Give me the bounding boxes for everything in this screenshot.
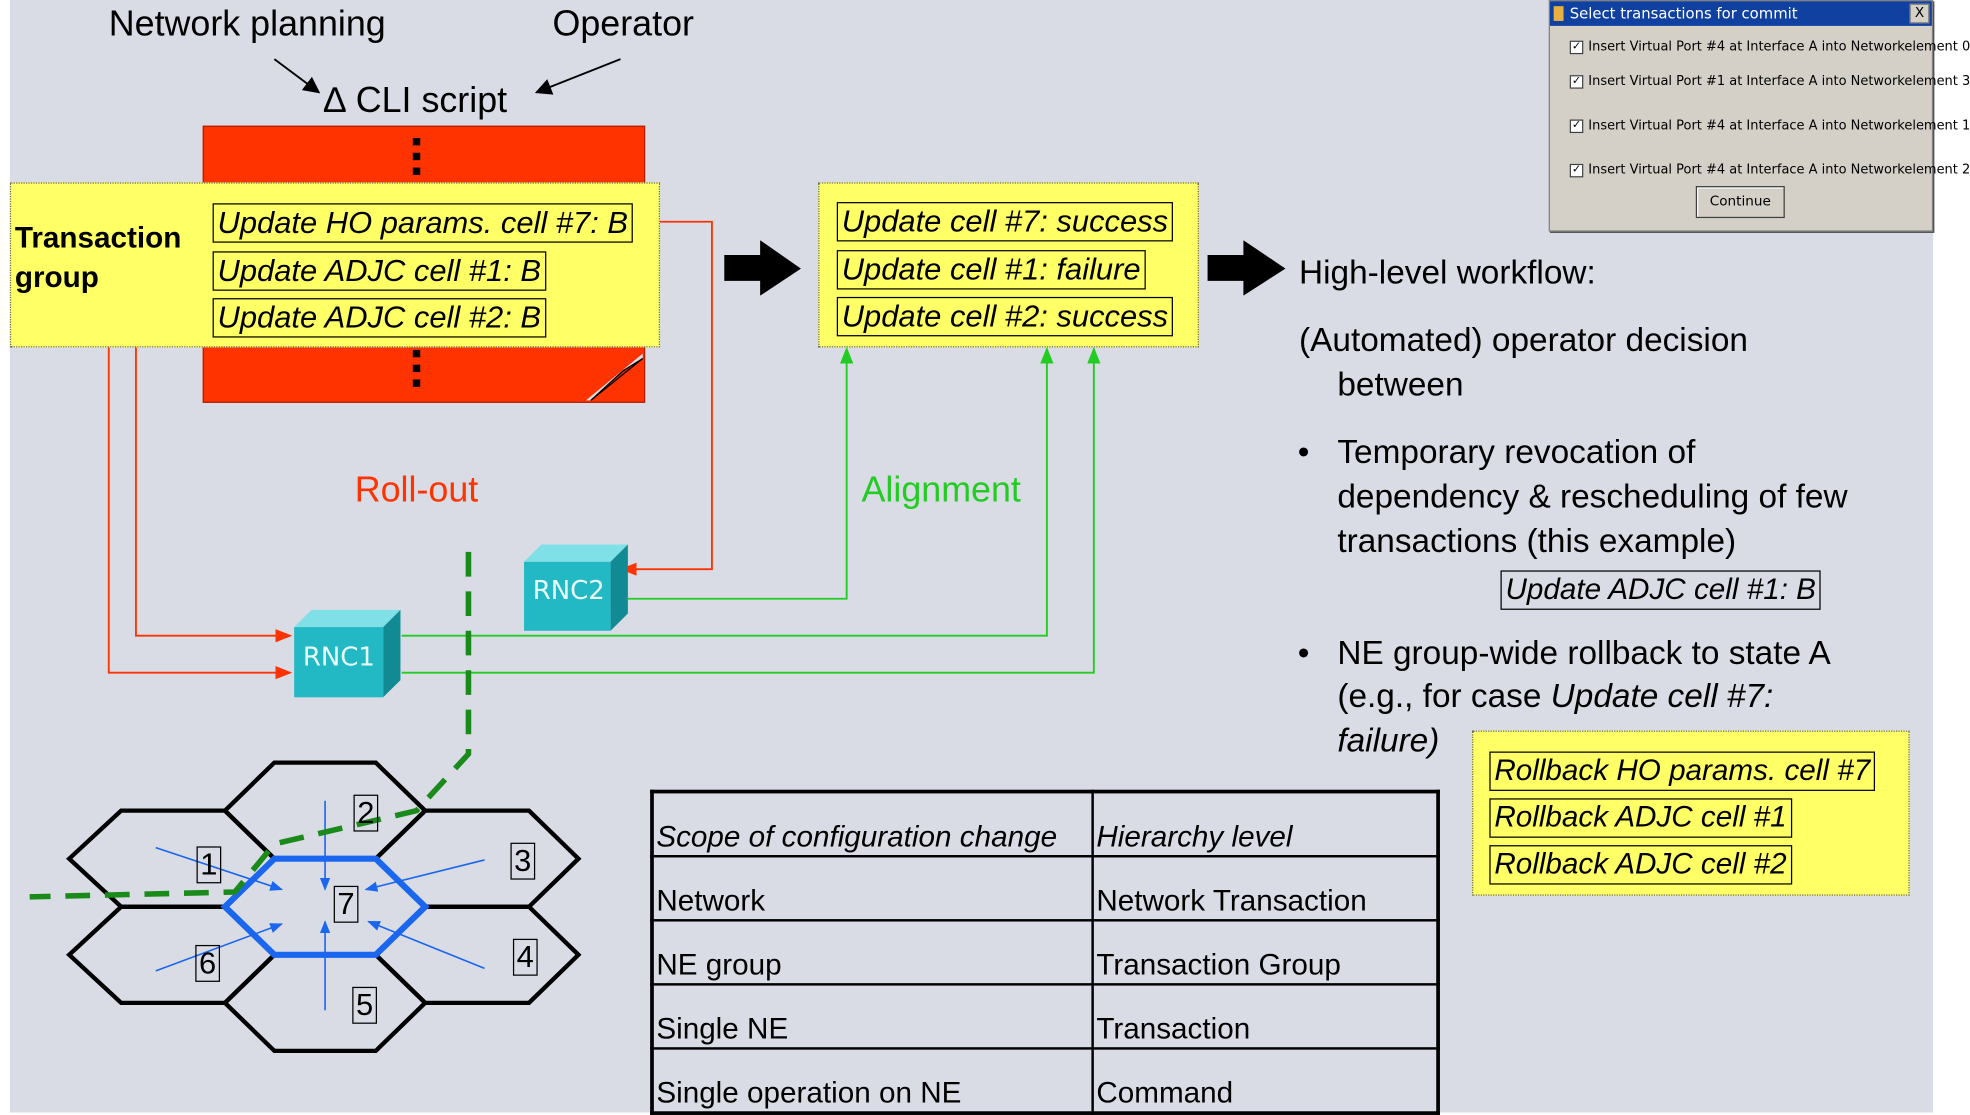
java-icon xyxy=(1553,6,1564,21)
rnc2-cube xyxy=(524,544,628,631)
diagram-connectors xyxy=(29,58,1286,1054)
cell-number-label: 2 xyxy=(353,794,379,832)
script-continuation-top xyxy=(412,137,421,182)
table-cell: Single operation on NE xyxy=(650,1047,1094,1115)
dialog-titlebar[interactable]: Select transactions for commit X xyxy=(1549,1,1932,26)
cell-number-label: 5 xyxy=(352,986,377,1024)
alignment-label: Alignment xyxy=(861,470,1021,511)
rnc2-label: RNC2 xyxy=(532,575,605,605)
transaction-item: Update ADJC cell #2: B xyxy=(212,298,546,338)
table-cell: Command xyxy=(1091,1047,1440,1115)
transaction-item: Update HO params. cell #7: B xyxy=(212,203,633,243)
result-item: Update cell #2: success xyxy=(836,296,1174,337)
table-row: NE group Transaction Group xyxy=(650,919,1440,986)
cell-number-label: 7 xyxy=(333,885,359,923)
rnc1-label: RNC1 xyxy=(302,641,375,672)
dialog-title: Select transactions for commit xyxy=(1569,4,1798,23)
rollback-item: Rollback ADJC cell #2 xyxy=(1489,845,1792,885)
rollout-to-rnc2 xyxy=(620,220,713,576)
flow-arrow-2 xyxy=(1207,240,1286,296)
bullet2-line2-italic: Update cell #7: xyxy=(1550,677,1774,715)
cell-number-label: 6 xyxy=(195,944,220,982)
align-rnc1-b xyxy=(401,346,1101,674)
workflow-decision-line1: (Automated) operator decision xyxy=(1299,321,1748,359)
revocation-example-box: Update ADJC cell #1: B xyxy=(1500,570,1821,610)
script-continuation-bottom xyxy=(412,349,421,394)
workflow-decision-line2: between xyxy=(1337,365,1464,403)
checkbox-checked-icon[interactable]: ✓ xyxy=(1569,118,1584,133)
transaction-group-label-2: group xyxy=(14,261,99,295)
hex-cell-7 xyxy=(220,855,430,958)
scope-table: Scope of configuration change Hierarchy … xyxy=(650,789,1440,1115)
table-header-cell: Scope of configuration change xyxy=(650,790,1094,858)
checkbox-checked-icon[interactable]: ✓ xyxy=(1569,40,1584,54)
table-cell: Network xyxy=(650,855,1094,922)
continue-button[interactable]: Continue xyxy=(1695,186,1785,219)
bullet2-line2-prefix: (e.g., for case xyxy=(1337,677,1551,715)
bullet1-line: Temporary revocation of xyxy=(1337,433,1696,471)
checkbox-checked-icon[interactable]: ✓ xyxy=(1569,163,1584,177)
rollback-item: Rollback ADJC cell #1 xyxy=(1489,798,1792,838)
bullet-icon: • xyxy=(1297,634,1310,672)
transaction-checkbox-label: Insert Virtual Port #4 at Interface A in… xyxy=(1588,39,1970,55)
rollout-boundary xyxy=(29,551,472,900)
transaction-checkbox-label: Insert Virtual Port #1 at Interface A in… xyxy=(1588,73,1970,89)
transaction-item: Update ADJC cell #1: B xyxy=(212,251,546,291)
commit-dialog: Select transactions for commit X ✓ Insert… xyxy=(1548,0,1970,232)
table-cell: NE group xyxy=(650,919,1094,986)
checkbox-checked-icon[interactable]: ✓ xyxy=(1569,74,1584,89)
transaction-checkbox-row[interactable]: ✓ Insert Virtual Port #4 at Interface A i… xyxy=(1569,118,1970,134)
result-item: Update cell #1: failure xyxy=(836,250,1146,290)
transaction-checkbox-label: Insert Virtual Port #4 at Interface A in… xyxy=(1588,162,1970,178)
planning-arrow xyxy=(273,58,321,94)
table-header-cell: Hierarchy level xyxy=(1091,790,1440,858)
table-row: Network Network Transaction xyxy=(650,855,1440,922)
bullet2-line2: (e.g., for case Update cell #7: xyxy=(1337,678,1773,716)
cell-number-label: 4 xyxy=(512,938,538,976)
bullet1-line: dependency & rescheduling of few xyxy=(1337,478,1848,515)
cell-number-label: 3 xyxy=(510,842,536,880)
align-rnc1-a xyxy=(401,346,1054,637)
flow-arrow-1 xyxy=(724,240,801,296)
page-curl-icon xyxy=(585,353,644,401)
rollback-item: Rollback HO params. cell #7 xyxy=(1489,751,1876,791)
transaction-group-box xyxy=(9,182,661,348)
table-cell: Single NE xyxy=(650,983,1094,1050)
bullet2-line3: failure) xyxy=(1337,721,1440,759)
table-header-row: Scope of configuration change Hierarchy … xyxy=(650,790,1440,858)
bullet-icon: • xyxy=(1297,433,1310,471)
transaction-checkbox-row[interactable]: ✓ Insert Virtual Port #1 at Interface A i… xyxy=(1569,73,1970,89)
workflow-title: High-level workflow: xyxy=(1299,253,1596,291)
operator-arrow xyxy=(534,58,621,95)
bullet2-line1: NE group-wide rollback to state A xyxy=(1337,634,1831,672)
align-rnc2 xyxy=(627,346,854,600)
table-cell: Network Transaction xyxy=(1091,855,1440,922)
slide: Network planning Operator ∆ CLI script T… xyxy=(9,0,1970,1115)
table-cell: Transaction xyxy=(1091,983,1440,1050)
transaction-checkbox-row[interactable]: ✓ Insert Virtual Port #4 at Interface A i… xyxy=(1569,39,1970,55)
cli-script-label: ∆ CLI script xyxy=(323,81,508,121)
rollout-label: Roll-out xyxy=(354,470,479,511)
cell-number-label: 1 xyxy=(196,846,222,884)
result-item: Update cell #7: success xyxy=(836,202,1174,242)
transaction-checkbox-label: Insert Virtual Port #4 at Interface A in… xyxy=(1588,118,1970,134)
rollback-box xyxy=(1472,730,1910,896)
table-cell: Transaction Group xyxy=(1091,919,1440,986)
network-planning-label: Network planning xyxy=(108,4,386,45)
rnc1-cube xyxy=(294,609,401,698)
results-box xyxy=(818,182,1199,348)
operator-label: Operator xyxy=(552,4,694,45)
transaction-checkbox-row[interactable]: ✓ Insert Virtual Port #4 at Interface A i… xyxy=(1569,162,1970,178)
table-row: Single operation on NE Command xyxy=(650,1047,1440,1115)
table-row: Single NE Transaction xyxy=(650,983,1440,1050)
bullet1-line: transactions (this example) xyxy=(1337,522,1737,560)
transaction-group-label-1: Transaction xyxy=(14,221,182,256)
close-icon[interactable]: X xyxy=(1909,3,1930,24)
